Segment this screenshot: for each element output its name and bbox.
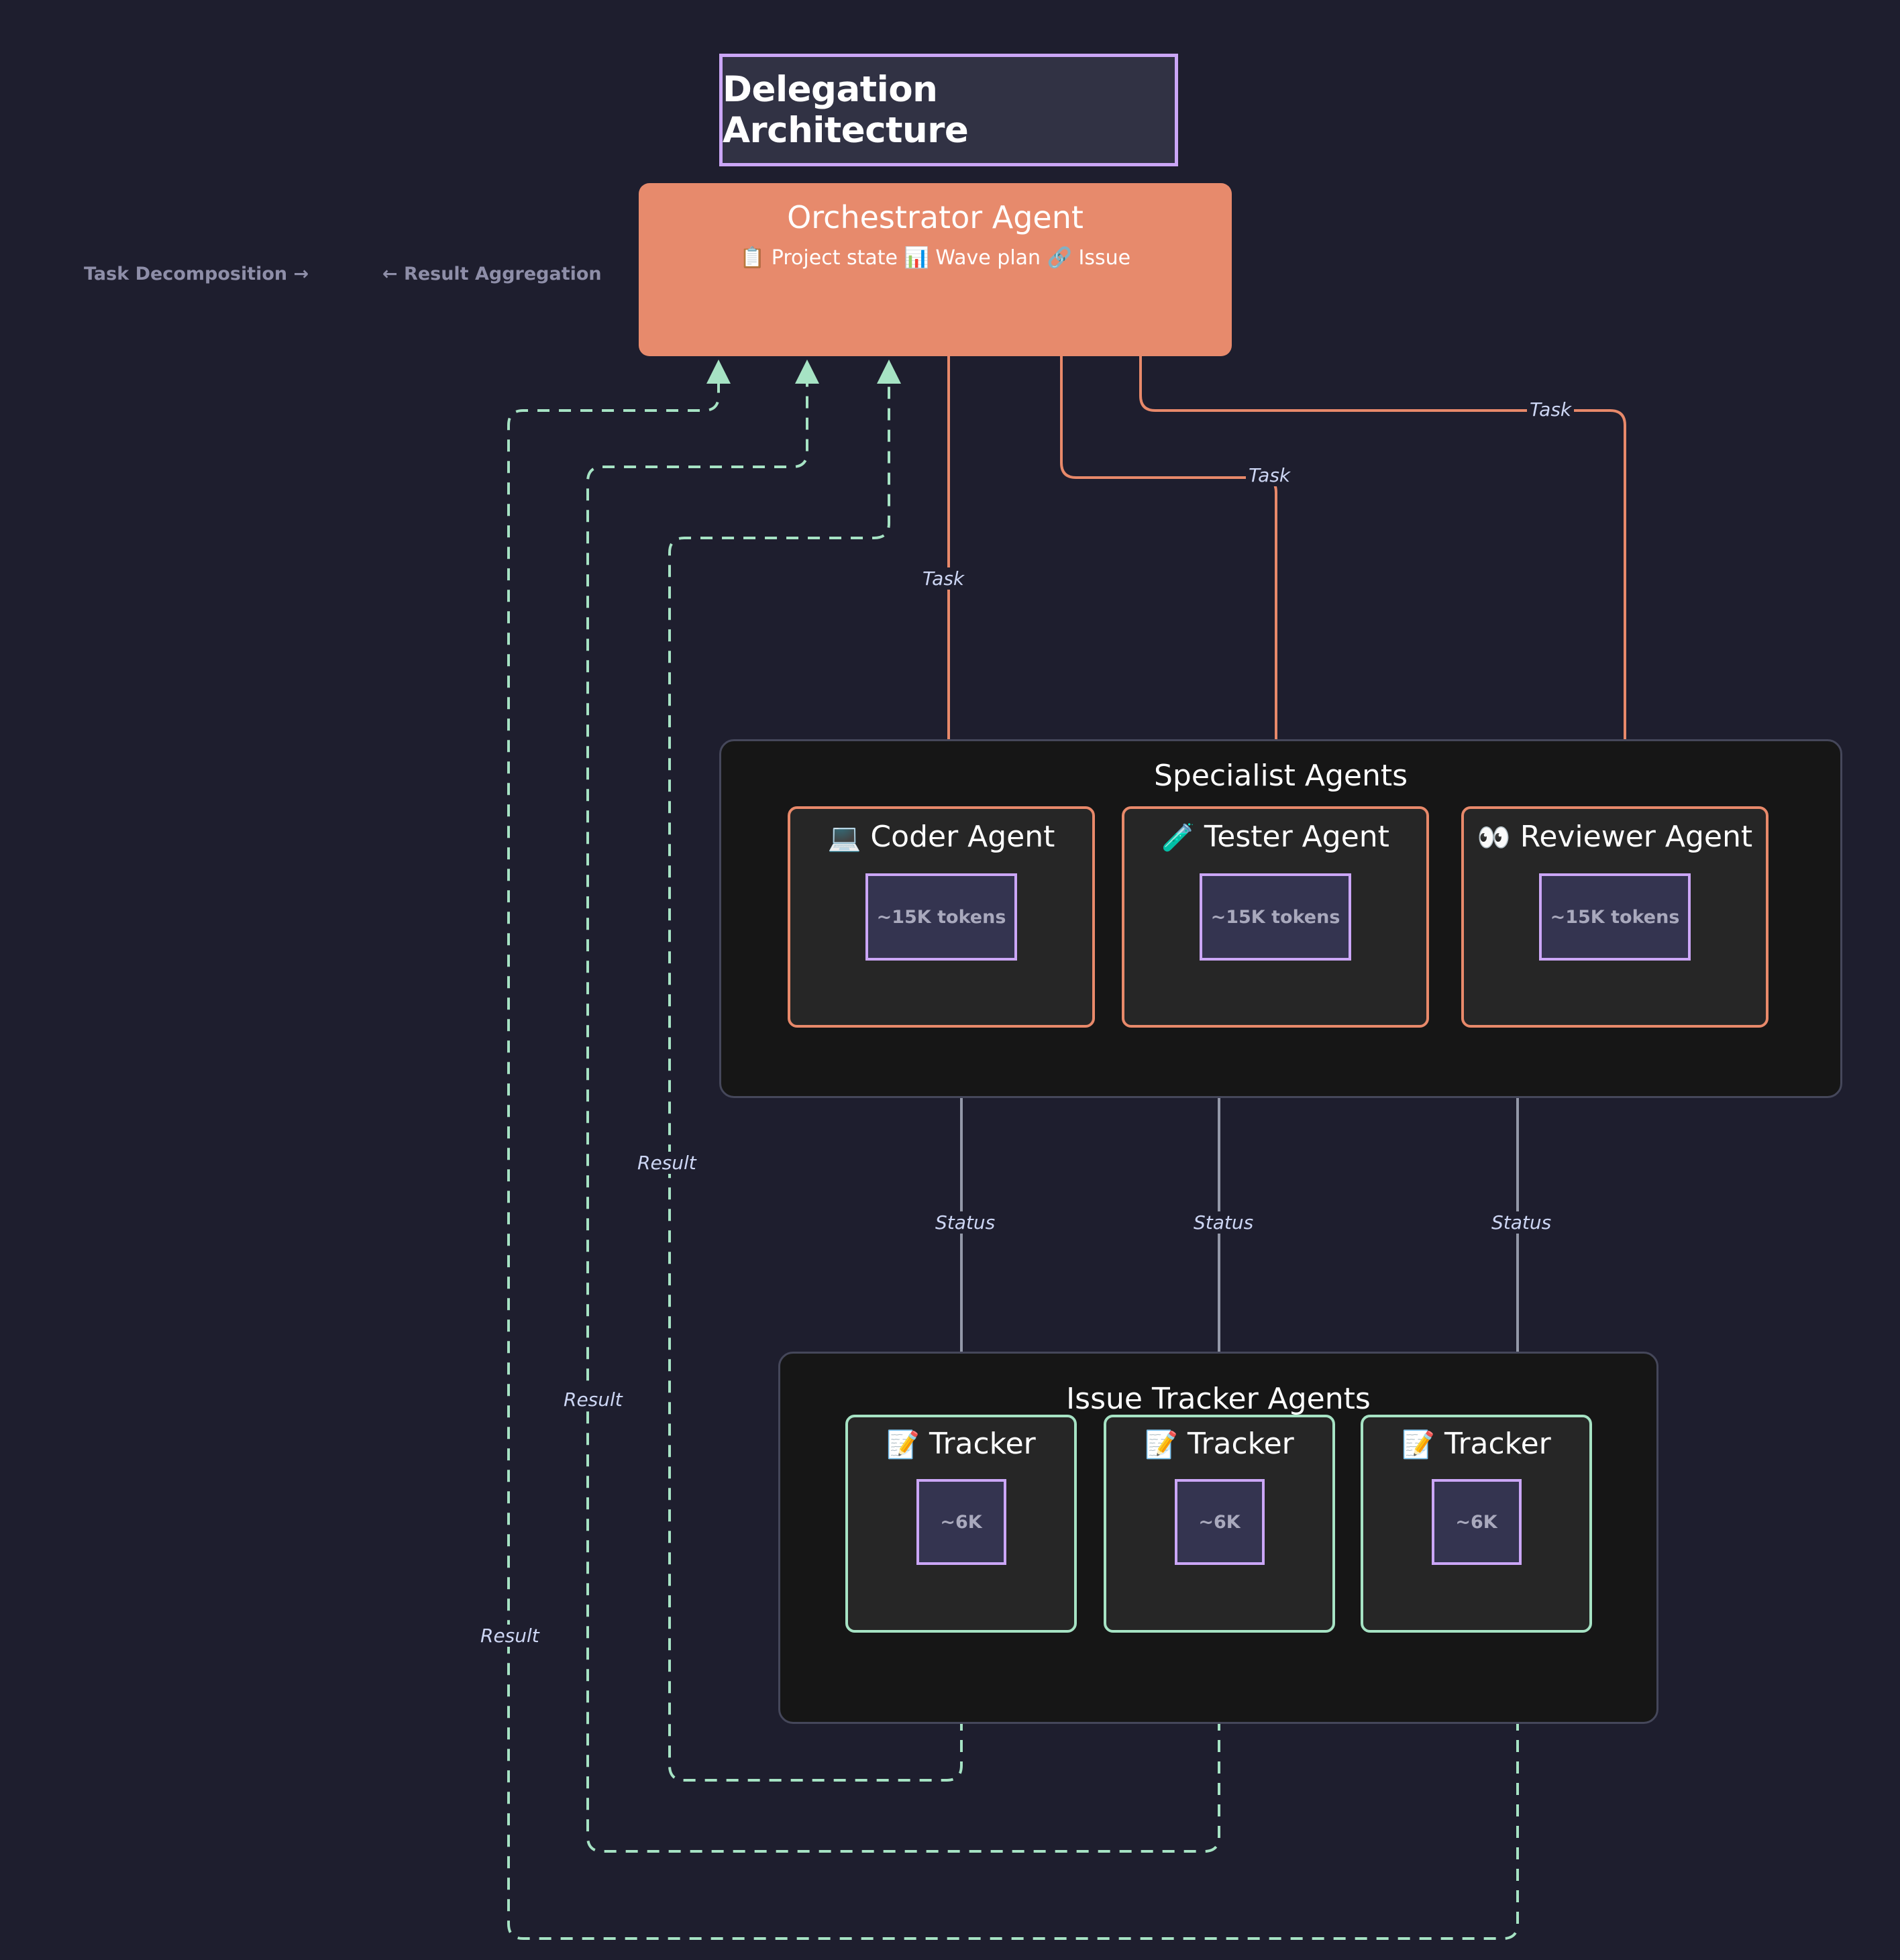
- edge-label-status-tester: Status: [1191, 1211, 1257, 1234]
- tracker-2-token-budget: ~6K: [1174, 1479, 1265, 1566]
- edge-label-result-tracker-2: Result: [561, 1389, 625, 1411]
- coder-agent-card[interactable]: 💻 Coder Agent ~15K tokens: [788, 806, 1095, 1028]
- tester-agent-name: Tester Agent: [1204, 820, 1389, 854]
- edge-label-status-coder: Status: [933, 1211, 998, 1234]
- orchestrator-agent-node[interactable]: Orchestrator Agent 📋 Project state 📊 Wav…: [639, 183, 1232, 356]
- tester-agent-card[interactable]: 🧪 Tester Agent ~15K tokens: [1122, 806, 1429, 1028]
- memo-icon: 📝: [1402, 1429, 1436, 1460]
- orchestrator-subtitle: 📋 Project state 📊 Wave plan 🔗 Issue: [739, 246, 1131, 270]
- coder-agent-name: Coder Agent: [870, 820, 1055, 854]
- legend-task-decomposition: Task Decomposition →: [84, 264, 309, 284]
- tracker-3-token-budget: ~6K: [1431, 1479, 1522, 1566]
- diagram-title-box: Delegation Architecture: [719, 54, 1178, 166]
- tracker-3-name: Tracker: [1444, 1427, 1551, 1461]
- memo-icon: 📝: [886, 1429, 920, 1460]
- reviewer-token-budget: ~15K tokens: [1539, 873, 1691, 961]
- laptop-icon: 💻: [827, 822, 861, 853]
- page-title: Delegation Architecture: [723, 69, 969, 151]
- tester-agent-label: 🧪 Tester Agent: [1161, 820, 1389, 854]
- edge-label-result-tracker-3: Result: [478, 1625, 542, 1647]
- reviewer-agent-label: 👀 Reviewer Agent: [1477, 820, 1753, 854]
- edge-label-result-tracker-1: Result: [635, 1152, 699, 1174]
- tracker-agent-card[interactable]: 📝 Tracker ~6K: [845, 1415, 1077, 1633]
- tracker-2-label: 📝 Tracker: [1145, 1427, 1294, 1461]
- tracker-agent-card[interactable]: 📝 Tracker ~6K: [1104, 1415, 1335, 1633]
- tracker-3-label: 📝 Tracker: [1402, 1427, 1551, 1461]
- tracker-2-name: Tracker: [1188, 1427, 1294, 1461]
- tester-token-budget: ~15K tokens: [1200, 873, 1351, 961]
- edge-label-status-reviewer: Status: [1489, 1211, 1554, 1234]
- edge-label-task-tester: Task: [1246, 464, 1294, 486]
- reviewer-agent-name: Reviewer Agent: [1520, 820, 1753, 854]
- legend-result-aggregation: ← Result Aggregation: [382, 264, 602, 284]
- orchestrator-title: Orchestrator Agent: [787, 199, 1084, 235]
- edge-label-task-reviewer: Task: [1527, 398, 1575, 421]
- coder-token-budget: ~15K tokens: [865, 873, 1017, 961]
- specialist-group-title: Specialist Agents: [1153, 759, 1408, 793]
- tracker-1-name: Tracker: [929, 1427, 1036, 1461]
- tracker-1-label: 📝 Tracker: [886, 1427, 1036, 1461]
- memo-icon: 📝: [1145, 1429, 1179, 1460]
- edge-label-task-coder: Task: [920, 567, 967, 590]
- tracker-group-title: Issue Tracker Agents: [1066, 1382, 1371, 1416]
- reviewer-agent-card[interactable]: 👀 Reviewer Agent ~15K tokens: [1461, 806, 1769, 1028]
- tracker-1-token-budget: ~6K: [916, 1479, 1006, 1566]
- test-tube-icon: 🧪: [1161, 822, 1195, 853]
- task-edge-tester: [1060, 356, 1288, 811]
- eyes-icon: 👀: [1477, 822, 1511, 853]
- task-edge-reviewer: [1139, 356, 1637, 811]
- tracker-agent-card[interactable]: 📝 Tracker ~6K: [1361, 1415, 1592, 1633]
- task-edges: [937, 356, 1637, 811]
- coder-agent-label: 💻 Coder Agent: [827, 820, 1055, 854]
